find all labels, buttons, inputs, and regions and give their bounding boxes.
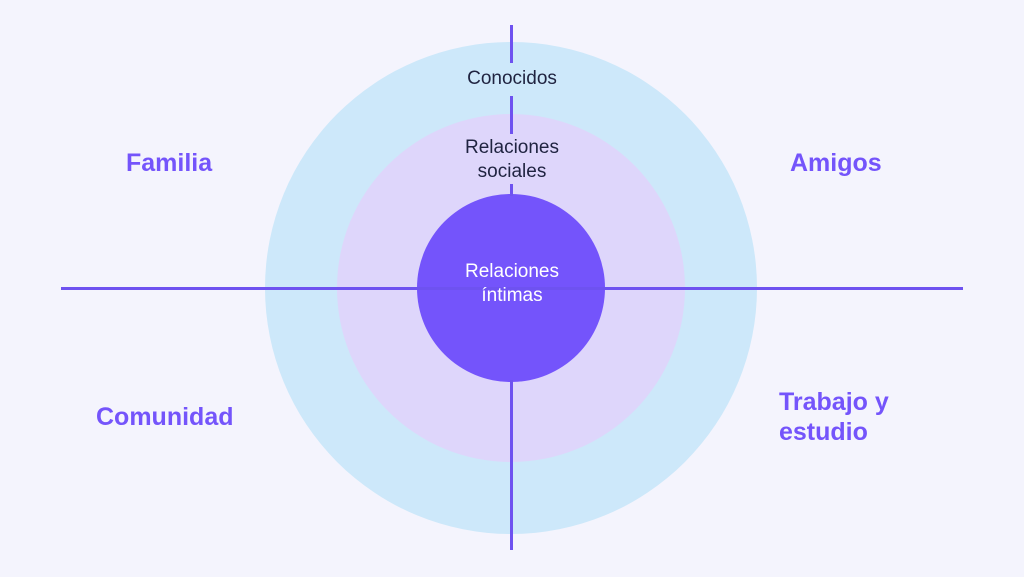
vertical-axis-line-top — [510, 25, 513, 63]
inner-circle-label-line2: íntimas — [481, 285, 543, 306]
quadrant-label-trabajo-line2: estudio — [779, 418, 868, 446]
middle-ring-label: Relaciones sociales — [432, 136, 592, 184]
outer-ring-label: Conocidos — [432, 67, 592, 91]
quadrant-label-comunidad: Comunidad — [96, 403, 234, 431]
quadrant-label-trabajo-estudio: Trabajo y estudio — [779, 387, 889, 447]
quadrant-label-trabajo-line1: Trabajo y — [779, 388, 889, 416]
middle-ring-label-line2: sociales — [477, 161, 547, 182]
inner-circle-label: Relaciones íntimas — [432, 260, 592, 308]
quadrant-label-amigos: Amigos — [790, 149, 882, 177]
quadrant-label-familia: Familia — [126, 149, 213, 177]
inner-circle-label-line1: Relaciones — [465, 261, 559, 282]
horizontal-axis-line — [61, 287, 963, 290]
outer-ring-label-text: Conocidos — [467, 68, 557, 89]
vertical-axis-line-bottom — [510, 380, 513, 550]
vertical-axis-line-upper-middle — [510, 96, 513, 134]
middle-ring-label-line1: Relaciones — [465, 137, 559, 158]
vertical-axis-line-lower-middle — [510, 184, 513, 196]
